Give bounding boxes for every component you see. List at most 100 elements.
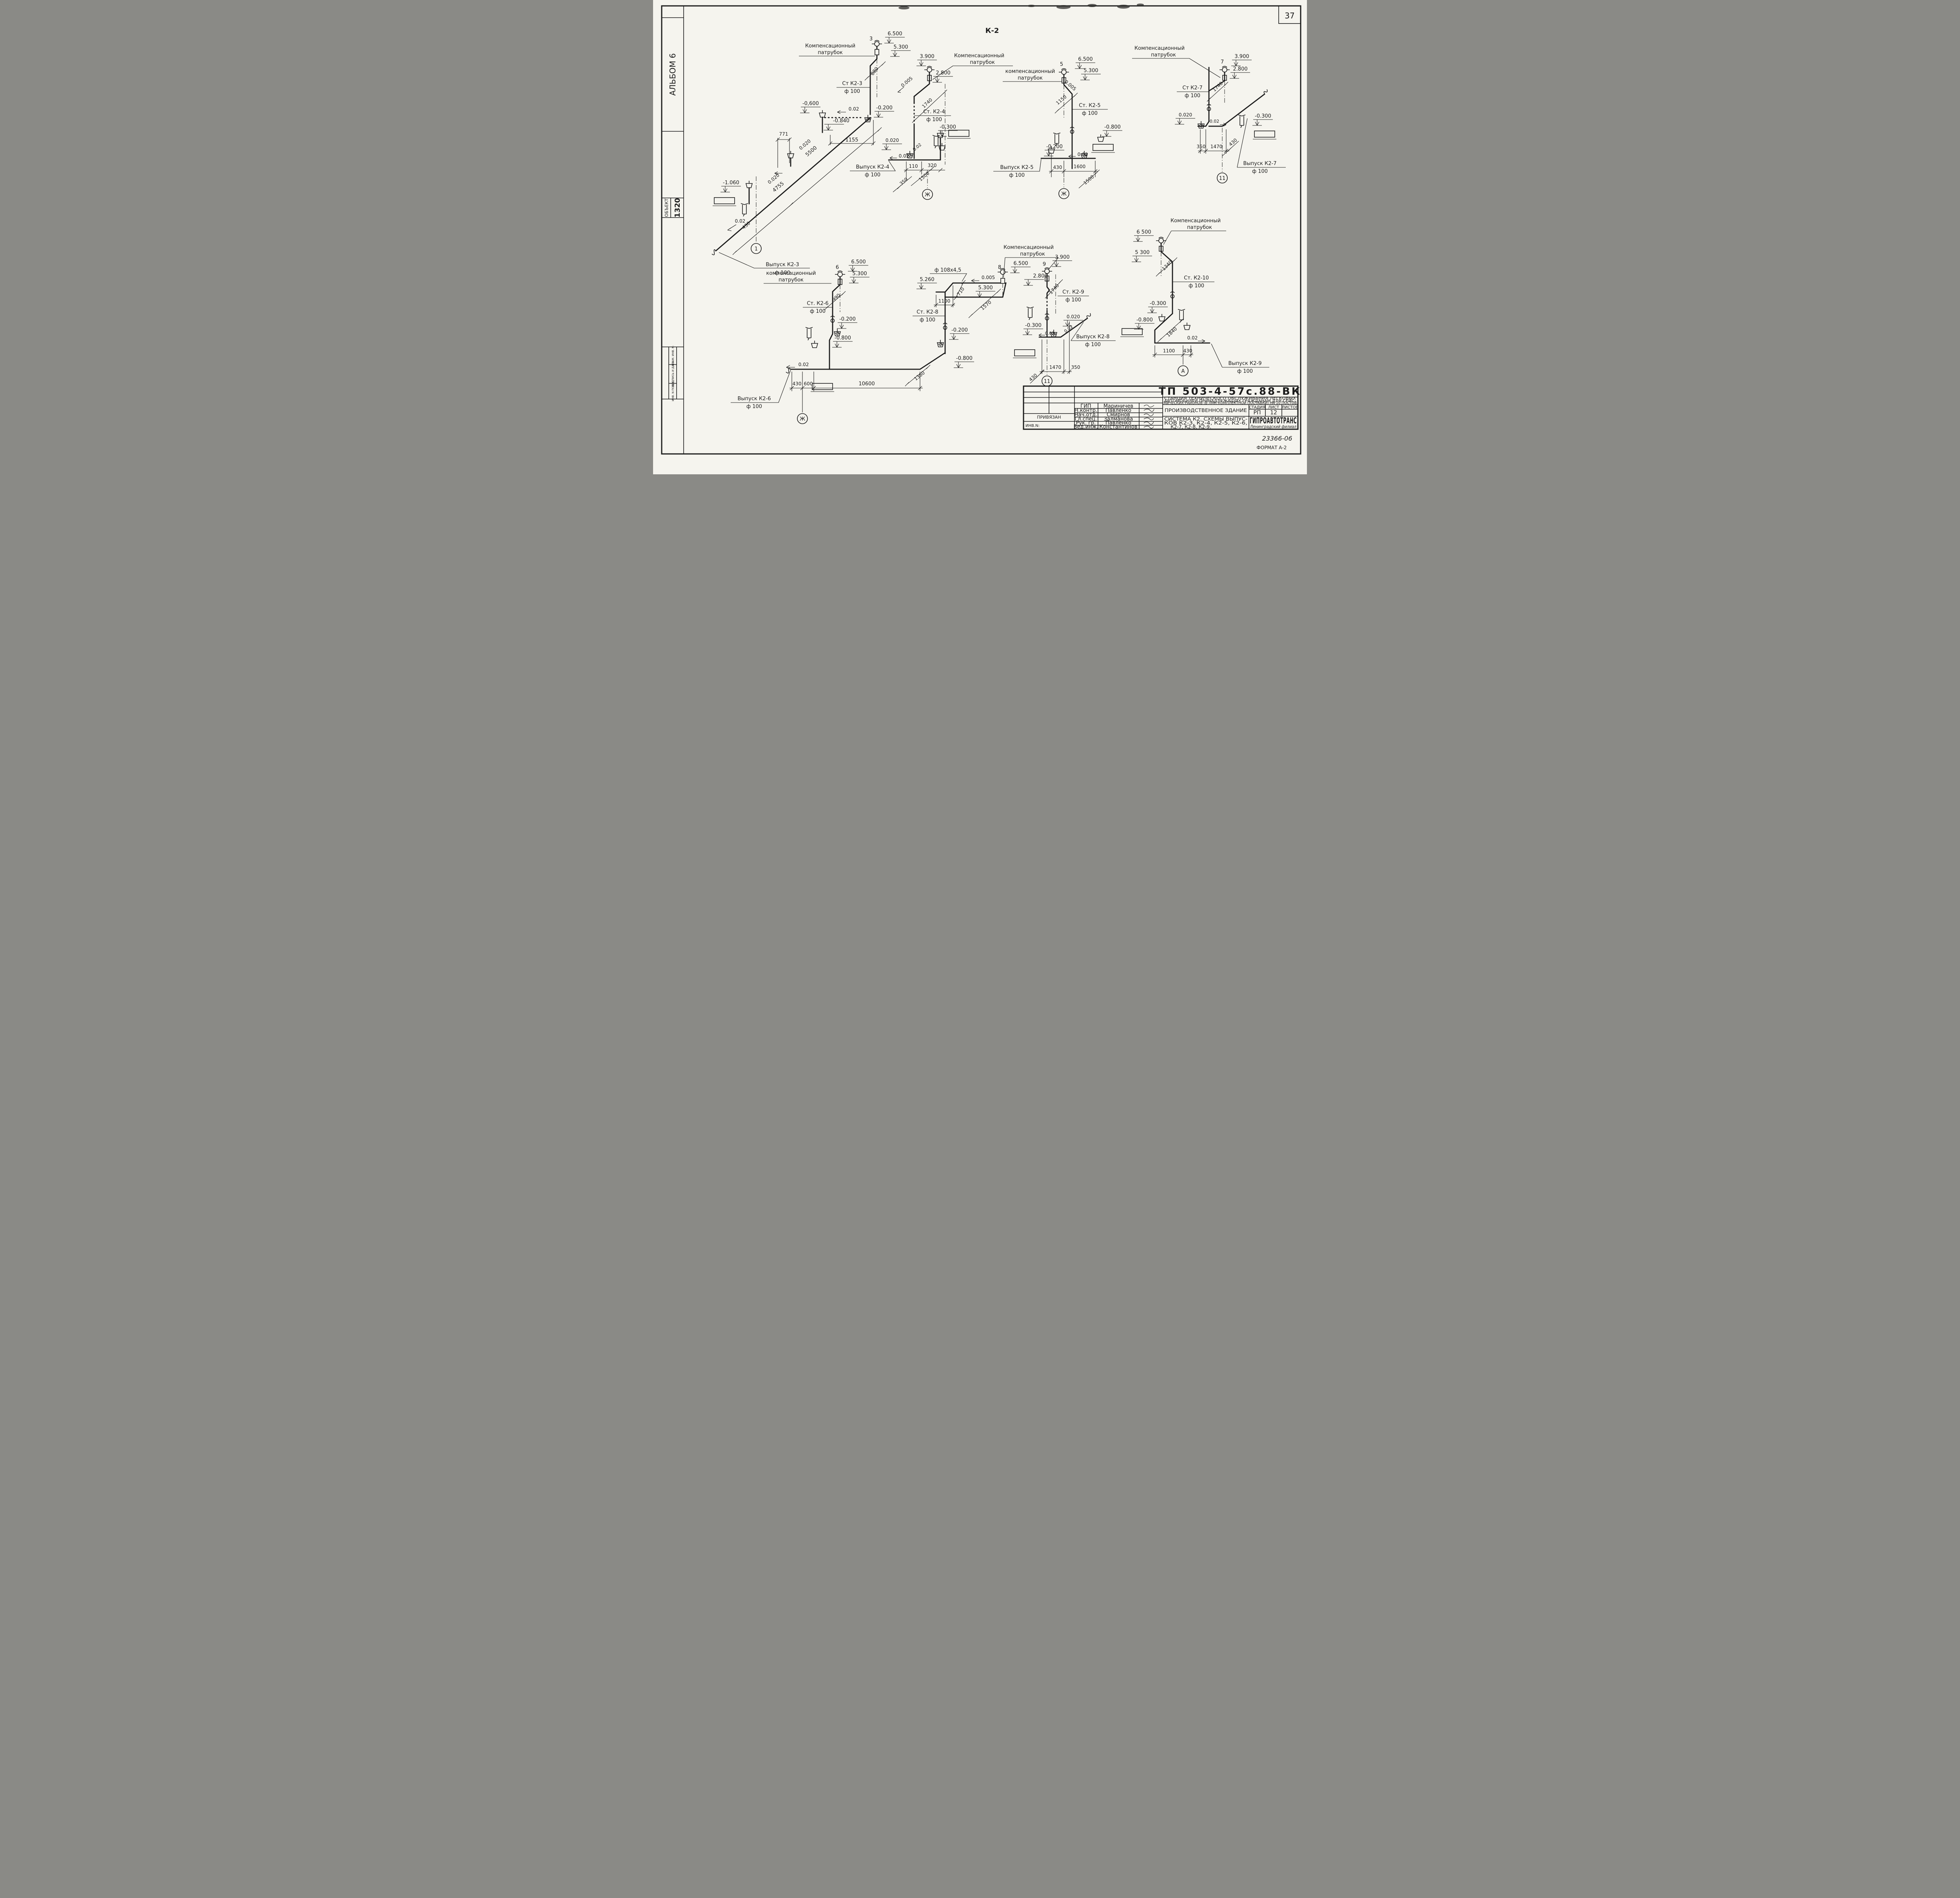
k210-stack: Ст. К2-10 [1184,275,1209,281]
k24-outlet: Выпуск К2-4 [856,164,889,170]
stage-label: СТАДИЯ [1249,405,1265,410]
wall-sleeve-icon [1252,131,1277,140]
k29-dim-350: 350 [1071,365,1080,370]
k27-slope-0020: 0.020 [1179,112,1192,118]
k28-dim-1100: 1100 [938,298,951,304]
vent-icon [1058,68,1069,75]
k29-comp-line2: патрубок [1020,251,1045,257]
footer-format: ФОРМАТ А-2 [1257,445,1287,450]
funnel-icon [1183,322,1191,330]
funnel-icon [819,110,826,118]
k23-comp-line2: патрубок [818,50,843,56]
k29-dim-1740: 1740 [1048,283,1060,295]
diagram-k2-10: Компенсационный патрубок 6 500 5 300 134… [1120,218,1269,376]
k27-dia: ф 100 [1185,93,1200,99]
k25-comp-line2: патрубок [1018,75,1043,81]
k28-slope-0005: 0.005 [982,275,995,280]
k27-dim-1470: 1470 [1210,144,1223,149]
album-label: АЛЬБОМ 6 [668,53,677,96]
k28-vent8-no: 8 [998,265,1001,270]
name-2: Смирнов [1107,412,1130,418]
k24-dim-110: 110 [909,163,918,169]
drawing-sheet: АЛЬБОМ 6 ОБЪЕКТ 1320 ВЗАМ. ИНВ. N: ПОДПИ… [653,0,1307,474]
k27-dim-430: 430 [1228,137,1238,147]
k210-outlet: Выпуск К2-9 [1229,361,1262,367]
k23-elev-0600: -0,600 [802,101,819,107]
k26-dim-600: 600 [804,381,813,386]
k24-slope-0020: 0.020 [886,138,899,143]
k23-outlet-dia: ф 100 [775,270,790,276]
org-name: ГИПРОАВТОТРАНС [1250,416,1297,425]
k24-axis: Ж [925,192,930,198]
k29-dim-430: 430 [1028,372,1038,382]
vent-icon [924,66,935,73]
k26-elev-0200: -0.200 [839,316,856,322]
project-line3: МИЧЕСКИХ РАЙОНОВ (В ЛМК КОМПЛЕКТНОЙ ПОСТ… [1163,401,1297,405]
sheet-number: 37 [1285,11,1294,20]
k27-outlet-dia: ф 100 [1252,169,1268,174]
role-4: Рук. гр. [1076,420,1096,426]
k27-outlet: Выпуск К2-7 [1243,161,1277,167]
k28-elev-5300: 5.300 [978,285,993,291]
drawing-canvas: АЛЬБОМ 6 ОБЪЕКТ 1320 ВЗАМ. ИНВ. N: ПОДПИ… [661,4,1301,455]
k29-slope-002a: 0.02 [1045,331,1055,336]
listov-label: ЛИСТОВ [1282,405,1299,410]
sheet-title-line1: СИСТЕМА К2. СХЕМЫ ВЫПУС- [1164,416,1247,422]
k210-elev-0300: -0.300 [1150,301,1166,307]
k23-elev-1060: -1.060 [723,180,739,186]
funnel-icon [787,151,794,158]
funnel-icon [1097,134,1104,142]
k23-elev-5300: 5.300 [893,44,908,50]
k24-dim-320: 320 [928,163,937,168]
name-3: Залманова [1104,416,1133,422]
k27-slope-002: 0.02 [1210,119,1220,124]
k23-dia: ф 100 [844,89,860,94]
k28-dim-1570: 1570 [980,299,992,311]
system-title: К-2 [985,27,999,35]
role-5: Вед.инж. [1074,424,1098,430]
k24-elev-0300: -0.300 [940,124,956,130]
k27-dim-350: 350 [1197,144,1206,149]
k25-dim-1600: 1600 [1074,164,1086,169]
k24-slope-002b: 0.02 [899,153,909,159]
diagram-k2-6: 6 6.500 компенсационный патрубок 5.300 9… [731,259,946,424]
k25-elev-6500: 6.500 [1078,56,1093,62]
title-block: ТП 503-4-57с.88-ВК СТАНЦИЯ ТЕХНИЧЕСКОГО … [1023,385,1300,450]
k27-axis: 11 [1219,176,1226,181]
k23-comp-line1: Компенсационный [805,43,855,49]
k25-comp-line1: компенсационный [1005,69,1055,74]
k23-vent-no: 3 [869,36,873,42]
inv-label: ИНВ.N: [1025,424,1040,428]
k28-stack: Ст. К2-8 [916,309,938,315]
funnel-icon [811,340,818,348]
sheet-title-line3: К2-7, К2-8, К2-9. [1171,424,1211,430]
vent-icon [1042,267,1053,274]
hatched-funnel-icon [1198,121,1205,129]
wall-sleeve-icon [712,197,737,206]
vent-stub-icon [1026,307,1034,320]
k26-axis: Ж [800,416,805,422]
k28-elev-0800: -0.800 [956,356,973,361]
k28-elev-6500: 6.500 [1013,261,1028,267]
vent-stub-icon [1238,114,1246,128]
hatched-funnel-icon [937,339,944,347]
k23-slope-002b: 0.02 [735,218,746,224]
k24-slope-0005: 0.005 [900,76,914,89]
k23-elev-0200: -0.200 [876,105,893,111]
wall-sleeve-icon [1091,144,1115,153]
k25-dia: ф 100 [1082,111,1098,116]
k210-comp-line1: Компенсационный [1171,218,1221,224]
sheet-frame [661,5,1301,455]
diagram-k2-3: 3 6.500 Компенсационный патрубок 5.300 8… [711,31,911,276]
k210-axis: А [1181,368,1185,374]
role-3: Гл.спец. [1075,416,1097,422]
k210-dia: ф 100 [1189,283,1204,289]
k29-outlet: Выпуск К2-8 [1076,334,1110,340]
vent-stub-icon [805,327,813,341]
margin-labels: АЛЬБОМ 6 ОБЪЕКТ 1320 ВЗАМ. ИНВ. N: ПОДПИ… [664,11,1295,401]
k25-dim-430: 430 [1053,165,1062,170]
vent-icon [1219,66,1230,73]
vent-icon [835,270,846,277]
scan-smudges [898,4,1144,9]
name-1: Павленко [1105,408,1131,414]
